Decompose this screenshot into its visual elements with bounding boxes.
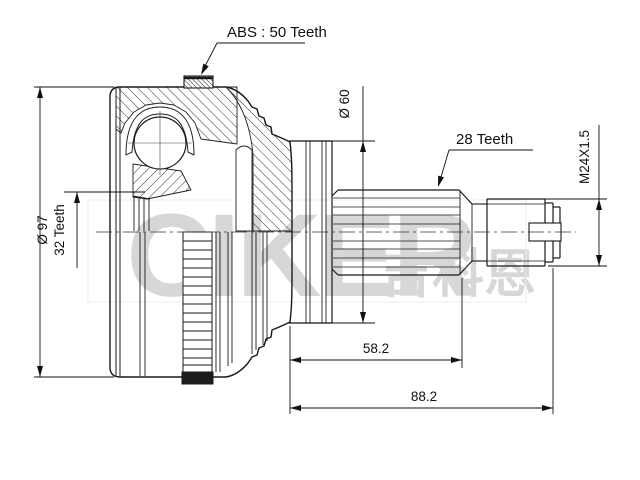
abs-cap-bottom <box>181 371 214 385</box>
cavity-pocket <box>235 145 253 232</box>
spline-length-label: 58.2 <box>363 341 389 356</box>
inner-spline-bore-lines <box>132 195 151 231</box>
spline-teeth-lines <box>333 197 460 268</box>
outer-race-section-hatch <box>115 86 238 145</box>
dimensions: Ø 97 32 Teeth Ø 60 ABS : 50 Teeth 2 <box>34 24 607 414</box>
dim-total-length: 88.2 <box>290 268 554 414</box>
abs-tone-ring-band <box>181 231 214 385</box>
dim-thread: M24X1.5 <box>545 125 607 267</box>
outer-diameter-label: Ø 97 <box>35 215 50 244</box>
dim-abs-teeth: ABS : 50 Teeth <box>201 24 327 75</box>
bell-housing <box>109 86 293 378</box>
inner-race-section-hatch <box>132 163 192 200</box>
dim-outer-diameter: Ø 97 <box>34 86 114 378</box>
dim-inner-spline: 32 Teeth <box>52 191 145 268</box>
thread-relief <box>471 203 487 262</box>
abs-band-body <box>182 231 213 373</box>
inner-spline-label: 32 Teeth <box>52 204 67 256</box>
thread-label: M24X1.5 <box>577 130 592 184</box>
spline-shaft <box>331 189 473 276</box>
bell-outline <box>109 86 293 378</box>
total-length-label: 88.2 <box>411 389 437 404</box>
watermark-frame <box>87 199 527 303</box>
dim-spline-length: 58.2 <box>289 278 463 414</box>
cage-band <box>125 106 195 156</box>
threaded-end <box>486 198 561 267</box>
dim-shaft-spline: 28 Teeth <box>438 131 533 187</box>
abs-teeth-label: ABS : 50 Teeth <box>227 24 327 41</box>
stem-diameter-label: Ø 60 <box>337 89 352 118</box>
exterior-edge-lines <box>139 232 268 376</box>
watermark: CIKER 吉科恩 <box>87 190 536 322</box>
shaft-spline-label: 28 Teeth <box>456 131 513 148</box>
abs-band-teeth <box>183 240 212 366</box>
dim-stem-diameter: Ø 60 <box>289 86 375 324</box>
